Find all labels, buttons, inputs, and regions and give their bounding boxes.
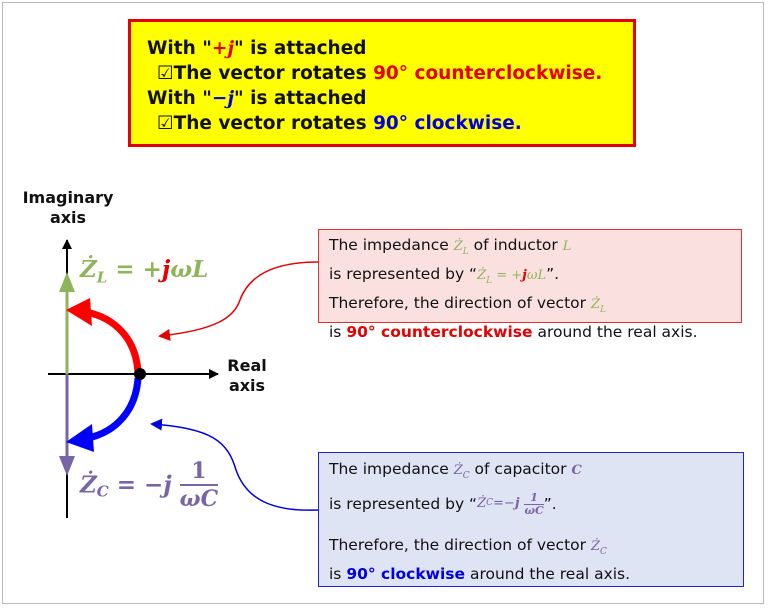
inductor-line-1: The impedance ŻL of inductor L: [329, 236, 572, 258]
inductor-line-3: Therefore, the direction of vector ŻL: [329, 294, 606, 316]
plus-j-symbol: +j: [211, 38, 235, 59]
capacitor-explanation-box: The impedance ŻC of capacitor C is repre…: [318, 452, 744, 587]
rule-plus-j: With "+j" is attached: [147, 38, 367, 59]
origin-point: [134, 368, 146, 380]
rule-plus-j-result: ☑The vector rotates 90° counterclockwise…: [157, 63, 603, 84]
inductor-line-4: is 90° counterclockwise around the real …: [329, 323, 698, 342]
capacitor-line-4: is 90° clockwise around the real axis.: [329, 565, 631, 584]
rule-minus-j-result: ☑The vector rotates 90° clockwise.: [157, 113, 522, 134]
capacitor-line-3: Therefore, the direction of vector ŻC: [329, 536, 607, 558]
inductor-callout-arrow: [158, 261, 319, 341]
minus-j-symbol: −j: [211, 88, 235, 109]
counterclockwise-arrowhead: [66, 298, 92, 326]
real-axis-label: Real axis: [227, 356, 267, 395]
rule-summary-box: With "+j" is attached ☑The vector rotate…: [128, 19, 636, 147]
imaginary-axis-label: Imaginary axis: [22, 188, 114, 227]
counterclockwise-arc: [85, 308, 142, 373]
capacitor-line-1: The impedance ŻC of capacitor C: [329, 460, 582, 482]
rule-minus-j: With "−j" is attached: [147, 88, 367, 109]
clockwise-arc: [87, 377, 142, 442]
zl-equation: ŻL = +jωL: [80, 256, 209, 287]
capacitor-callout-arrow: [150, 418, 319, 511]
zl-vector-arrowhead: [59, 272, 75, 292]
inductor-line-2: is represented by “ŻL = +jωL”.: [329, 265, 560, 287]
zc-vector-arrowhead: [59, 456, 75, 476]
inductor-explanation-box: The impedance ŻL of inductor L is repres…: [318, 229, 742, 341]
clockwise-arrowhead: [66, 424, 94, 452]
